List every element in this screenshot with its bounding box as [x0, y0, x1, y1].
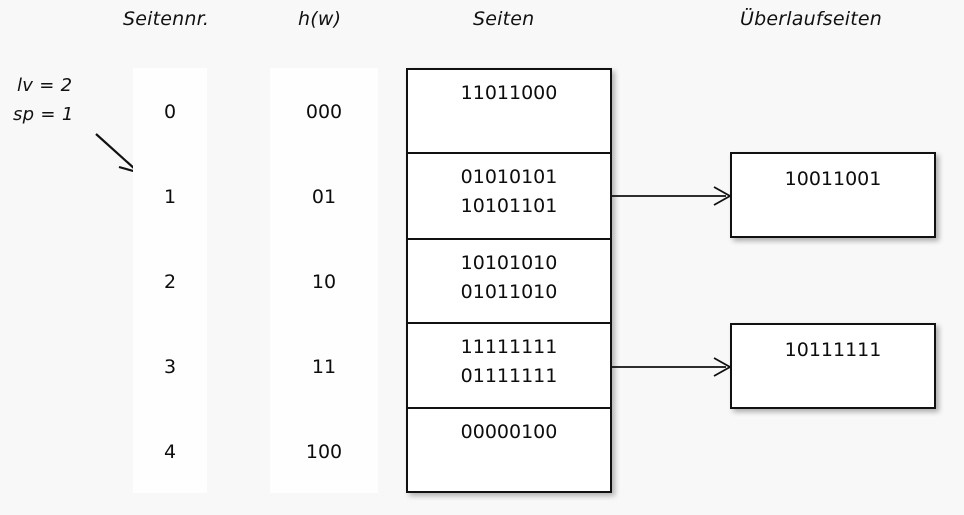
page-record: 11111111	[460, 336, 558, 358]
overflow-arrow-icon	[612, 186, 732, 206]
overflow-arrow-icon	[612, 357, 732, 377]
page-record: 10101101	[460, 195, 558, 218]
page-record: 10101010	[460, 252, 558, 274]
pages-table: 11011000 01010101 10101101 10101010 0101…	[406, 68, 612, 493]
column-header-ueberlaufseiten: Überlaufseiten	[740, 8, 882, 30]
page-bucket-row: 00000100	[408, 409, 610, 491]
column-header-seitennr: Seitennr.	[123, 8, 210, 30]
column-header-seiten: Seiten	[473, 8, 535, 30]
column-header-hw: h(w)	[298, 8, 342, 30]
seitennr-value: 3	[163, 356, 177, 378]
overflow-record: 10111111	[784, 339, 882, 361]
page-bucket-row: 11011000	[408, 70, 610, 154]
seitennr-value: 0	[163, 101, 177, 123]
page-record: 01011010	[460, 281, 558, 304]
page-bucket-row: 10101010 01011010	[408, 240, 610, 324]
page-bucket-row: 01010101 10101101	[408, 154, 610, 240]
hw-value: 01	[311, 186, 337, 208]
seitennr-column-strip	[133, 68, 207, 493]
hw-column-strip	[270, 68, 378, 493]
hw-value: 100	[305, 441, 343, 463]
page-record: 01111111	[460, 365, 558, 388]
seitennr-value: 2	[163, 271, 177, 293]
seitennr-value: 1	[163, 186, 177, 208]
page-record: 00000100	[460, 421, 558, 443]
param-sp-label: sp = 1	[13, 104, 74, 125]
page-record: 11011000	[460, 82, 558, 104]
page-record: 01010101	[460, 166, 558, 188]
hw-value: 000	[305, 101, 343, 123]
hw-value: 11	[311, 356, 337, 378]
overflow-page-box: 10111111	[730, 323, 936, 409]
overflow-page-box: 10011001	[730, 152, 936, 238]
page-bucket-row: 11111111 01111111	[408, 324, 610, 409]
param-lv-label: lv = 2	[17, 75, 73, 96]
hw-value: 10	[311, 271, 337, 293]
seitennr-value: 4	[163, 441, 177, 463]
overflow-record: 10011001	[784, 168, 882, 190]
